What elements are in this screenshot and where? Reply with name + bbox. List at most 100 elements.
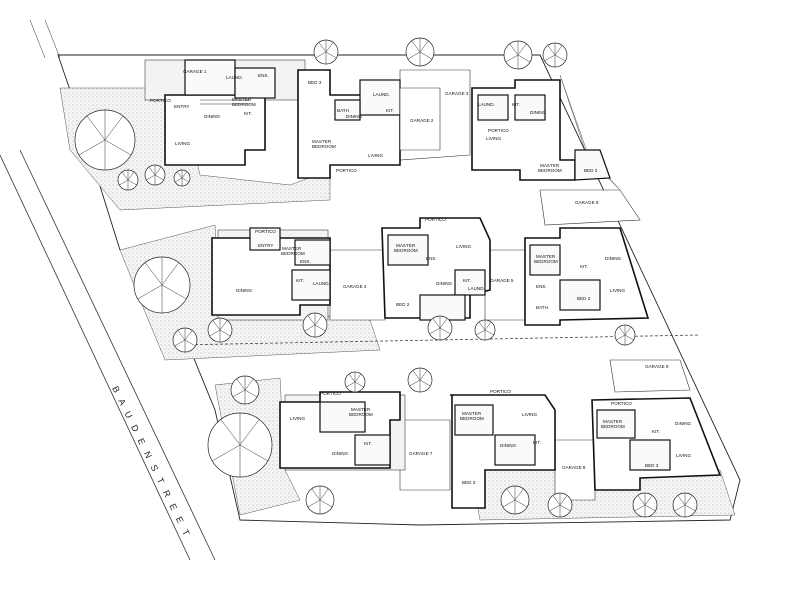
room-label: DINING <box>204 114 221 119</box>
room-label: LIVING <box>676 453 691 458</box>
unit-7: PORTICO MASTER BEDROOM LIVING KIT. DININ… <box>279 391 433 471</box>
room-label: BED 3 <box>308 80 322 85</box>
tree-icon <box>408 368 432 392</box>
room-label: LAUND. <box>313 281 330 286</box>
room-label: KIT. <box>463 278 471 283</box>
tree-icon <box>615 325 635 345</box>
room-label: ENS. <box>300 259 311 264</box>
room-label: MASTER <box>462 411 482 416</box>
room-label: LAUND. <box>226 75 243 80</box>
street-label: B A U D E N S T R E E T <box>110 384 193 539</box>
unit-3: GARAGE 3 LAUND. KIT. DINING PORTICO LIVI… <box>445 79 611 181</box>
tree-icon <box>673 493 697 517</box>
room-label: MASTER <box>351 407 371 412</box>
room-label: BED 3 <box>462 480 476 485</box>
room-label: KIT. <box>244 111 252 116</box>
room-label: LAUND. <box>478 102 495 107</box>
tree-icon <box>475 320 495 340</box>
room-label: BATH <box>536 305 548 310</box>
room-label: BEDROOM <box>534 259 558 264</box>
room-label: BED 2 <box>396 302 410 307</box>
room-label: GARAGE 2 <box>410 118 434 123</box>
room-label: BATH <box>337 108 349 113</box>
room-label: BEDROOM <box>232 102 256 107</box>
room-label: LIVING <box>522 412 537 417</box>
room-label: BED 3 <box>584 168 598 173</box>
room-label: PORTICO <box>488 128 509 133</box>
room-label: LIVING <box>486 136 501 141</box>
room-label: DINING <box>332 451 349 456</box>
tree-icon <box>303 313 327 337</box>
room-label: GARAGE 7 <box>409 451 433 456</box>
unit-2: BED 3 LAUND. BATH KIT. DINING GARAGE 2 M… <box>297 69 441 179</box>
room-label: MASTER <box>282 246 302 251</box>
room-label: BEDROOM <box>460 416 484 421</box>
tree-icon <box>406 38 434 66</box>
tree-icon <box>504 41 532 69</box>
room-label: ENS. <box>426 256 437 261</box>
unit-6: GARAGE 6 MASTER BEDROOM DINING KIT. ENS.… <box>524 200 650 326</box>
room-label: MASTER <box>312 139 332 144</box>
tree-icon <box>428 316 452 340</box>
street-edges <box>0 19 216 561</box>
room-label: LIVING <box>610 288 625 293</box>
room-label: BEDROOM <box>281 251 305 256</box>
tree-icon <box>118 170 138 190</box>
room-label: LIVING <box>368 153 383 158</box>
unit-4: PORTICO ENTRY MASTER BEDROOM ENS. KIT. L… <box>211 227 367 321</box>
room-label: LIVING <box>456 244 471 249</box>
room-label: BEDROOM <box>394 248 418 253</box>
room-label: DINING <box>346 114 363 119</box>
tree-icon <box>543 43 567 67</box>
room-label: GARAGE 8 <box>562 465 586 470</box>
room-label: LAUND. <box>468 286 485 291</box>
unit-9: PORTICO MASTER BEDROOM KIT. DINING LIVIN… <box>591 364 722 491</box>
tree-icon <box>173 328 197 352</box>
room-label: DINING <box>675 421 692 426</box>
room-label: LIVING <box>290 416 305 421</box>
room-label: KIT. <box>533 440 541 445</box>
room-label: PORTICO <box>320 391 341 396</box>
room-label: DINING <box>236 288 253 293</box>
tree-icon <box>75 110 135 170</box>
room-label: BEDROOM <box>349 412 373 417</box>
room-label: ENS. <box>536 284 547 289</box>
room-label: KIT. <box>512 102 520 107</box>
tree-icon <box>345 372 365 392</box>
room-label: DINING <box>530 110 547 115</box>
tree-icon <box>208 318 232 342</box>
room-label: DINING <box>605 256 622 261</box>
room-label: BEDROOM <box>601 424 625 429</box>
room-label: ENS. <box>258 73 269 78</box>
room-label: MASTER <box>603 419 623 424</box>
room-label: GARAGE 9 <box>645 364 669 369</box>
room-label: MASTER <box>396 243 416 248</box>
room-label: GARAGE 6 <box>575 200 599 205</box>
room-label: GARAGE 3 <box>445 91 469 96</box>
unit-8: PORTICO MASTER BEDROOM LIVING KIT. DININ… <box>450 389 586 509</box>
room-label: DINING <box>500 443 517 448</box>
room-label: DINING <box>436 281 453 286</box>
room-label: BEDROOM <box>312 144 336 149</box>
room-label: GARAGE 1 <box>183 69 207 74</box>
room-label: PORTICO <box>490 389 511 394</box>
tree-icon <box>306 486 334 514</box>
tree-icon <box>134 257 190 313</box>
room-label: BED 2 <box>577 296 591 301</box>
room-label: LAUND. <box>373 92 390 97</box>
tree-icon <box>145 165 165 185</box>
room-label: KIT. <box>296 278 304 283</box>
tree-icon <box>174 170 190 186</box>
room-label: GARAGE 4 <box>343 284 367 289</box>
tree-icon <box>314 40 338 64</box>
unit-5: PORTICO MASTER BEDROOM LIVING ENS. KIT. … <box>381 217 514 321</box>
room-label: BEDROOM <box>538 168 562 173</box>
tree-icon <box>633 493 657 517</box>
room-label: BED 3 <box>645 463 659 468</box>
room-label: KIT. <box>364 441 372 446</box>
room-label: PORTICO <box>611 401 632 406</box>
room-label: KIT. <box>386 108 394 113</box>
room-label: MASTER <box>540 163 560 168</box>
unit-1: GARAGE 1 LAUND. ENS. PORTICO ENTRY MASTE… <box>144 59 306 166</box>
